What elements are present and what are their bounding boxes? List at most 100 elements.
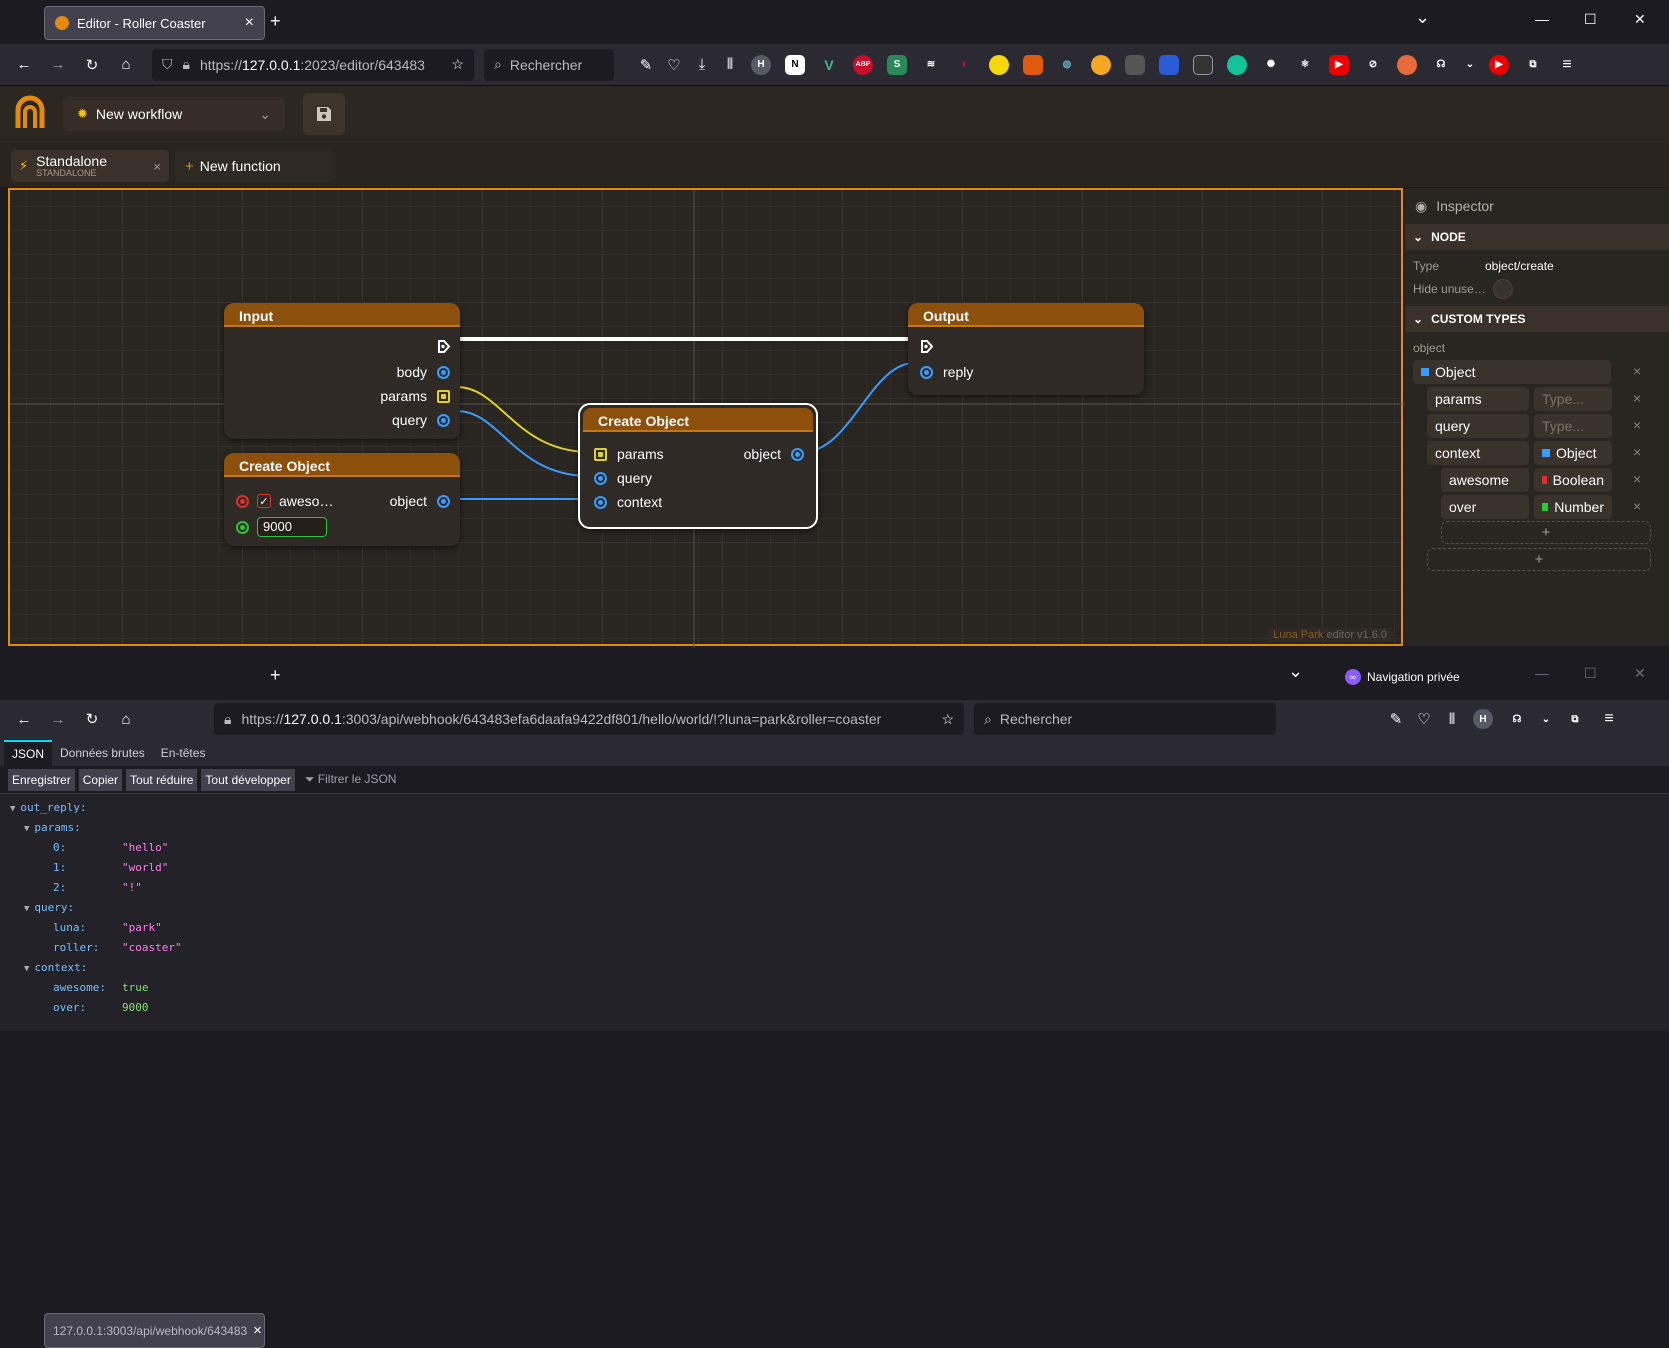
ext-d-icon[interactable]: ◐ — [961, 59, 969, 70]
awesome-checkbox[interactable]: ✓ — [257, 494, 271, 508]
download-icon[interactable]: ⤓ — [698, 56, 706, 73]
ext-abp-icon[interactable]: ABP — [853, 54, 873, 75]
new-tab-button[interactable]: + — [270, 11, 281, 31]
extensions-puzzle-icon[interactable]: ⧉ — [1529, 59, 1537, 70]
ext-react-icon[interactable]: ⚛ — [1300, 59, 1310, 70]
ext-grammarly-icon[interactable] — [1227, 54, 1247, 75]
filter-json-input[interactable]: ⏷ Filtrer le JSON — [304, 772, 397, 786]
ext-globe-icon[interactable]: ◍ — [1062, 59, 1072, 70]
input-port-query[interactable]: query — [594, 470, 652, 486]
tab-raw-data[interactable]: Données brutes — [60, 746, 145, 760]
output-port-object[interactable]: object — [390, 493, 450, 509]
ext-fox-icon[interactable] — [1397, 54, 1417, 75]
json-row-context[interactable]: ▼context: — [24, 961, 88, 974]
output-node[interactable]: Output reply — [908, 303, 1144, 395]
add-subfield-button[interactable]: + — [1441, 521, 1651, 544]
tab-json[interactable]: JSON — [4, 740, 53, 766]
extensions-puzzle-icon[interactable]: ⧉ — [1571, 713, 1579, 725]
remove-field-icon[interactable]: × — [1633, 444, 1642, 460]
maximize-button[interactable]: ☐ — [1584, 665, 1597, 681]
menu-icon[interactable]: ≡ — [1604, 710, 1614, 727]
tab-headers[interactable]: En-têtes — [160, 746, 206, 760]
field-name-params[interactable]: params — [1427, 387, 1529, 411]
library-icon[interactable]: ⫴ — [1448, 710, 1456, 728]
home-icon[interactable]: ⌂ — [121, 56, 131, 73]
ext-dropdown-icon[interactable]: ⌄ — [1541, 713, 1551, 725]
field-type-query[interactable]: Type... — [1534, 414, 1612, 438]
json-row[interactable]: 2: — [53, 881, 67, 894]
tab-list-dropdown-icon[interactable]: ⌄ — [1288, 661, 1304, 681]
hide-unused-toggle[interactable] — [1493, 279, 1513, 299]
input-port-awesome[interactable]: ✓ aweso… — [236, 493, 333, 509]
url-bar[interactable]: 🔒︎ https://127.0.0.1:3003/api/webhook/64… — [214, 703, 964, 735]
node-canvas[interactable]: Input body params query Create Object ✓ … — [8, 188, 1405, 648]
json-row[interactable]: luna: — [53, 921, 87, 934]
input-port-params[interactable]: params — [594, 446, 664, 462]
close-function-tab-icon[interactable]: × — [153, 158, 161, 174]
remove-subfield-icon[interactable]: × — [1633, 498, 1642, 514]
copy-json-button[interactable]: Copier — [78, 768, 123, 791]
output-port-body[interactable]: body — [397, 364, 450, 380]
json-row[interactable]: 1: — [53, 861, 67, 874]
ext-headphones-icon[interactable]: ☊ — [1436, 59, 1446, 70]
bookmark-star-icon[interactable]: ☆ — [451, 56, 464, 72]
url-bar[interactable]: ⛉ 🔒︎ https://127.0.0.1:2023/editor/64348… — [152, 48, 474, 81]
section-node[interactable]: ⌄NODE — [1405, 224, 1669, 250]
output-port-object[interactable]: object — [744, 446, 804, 462]
ext-shield-icon[interactable] — [1159, 54, 1179, 75]
output-port-query[interactable]: query — [392, 412, 450, 428]
json-row-query[interactable]: ▼query: — [24, 901, 75, 914]
input-port-reply[interactable]: reply — [920, 364, 973, 380]
ext-spiral-icon[interactable]: ✺ — [1266, 59, 1276, 70]
workflow-selector[interactable]: ✹ New workflow ⌄ — [63, 97, 285, 131]
home-icon[interactable]: ⌂ — [121, 710, 131, 728]
pocket-icon[interactable]: ♡ — [1417, 711, 1431, 728]
reload-icon[interactable]: ↻ — [85, 711, 99, 728]
field-name-query[interactable]: query — [1427, 414, 1529, 438]
subfield-name-over[interactable]: over — [1441, 495, 1529, 519]
bookmark-star-icon[interactable]: ☆ — [941, 710, 954, 727]
menu-icon[interactable]: ≡ — [1562, 55, 1572, 73]
ext-compass-icon[interactable]: ⊘ — [1368, 59, 1378, 70]
ext-youtube-icon[interactable]: ▶ — [1329, 54, 1349, 75]
close-window-button[interactable]: ✕ — [1634, 11, 1646, 27]
new-tab-button[interactable]: + — [270, 665, 281, 685]
remove-field-icon[interactable]: × — [1633, 417, 1642, 433]
add-field-button[interactable]: + — [1427, 548, 1651, 571]
ext-glasses-icon[interactable] — [1193, 54, 1213, 75]
reload-icon[interactable]: ↻ — [85, 56, 99, 74]
ext-face-icon[interactable] — [1091, 54, 1111, 75]
json-row-out-reply[interactable]: ▼out_reply: — [10, 801, 87, 814]
wrench-icon[interactable]: ✎ — [639, 56, 653, 74]
browser-tab-webhook[interactable]: 127.0.0.1:3003/api/webhook/643483 × — [44, 1313, 265, 1348]
output-port-params[interactable]: params — [380, 388, 450, 404]
field-type-context[interactable]: Object — [1534, 441, 1612, 465]
library-icon[interactable]: ⫴ — [726, 56, 734, 73]
browser-tab-editor[interactable]: Editor - Roller Coaster × — [44, 6, 265, 40]
json-row[interactable]: over: — [53, 1001, 87, 1014]
section-custom-types[interactable]: ⌄CUSTOM TYPES — [1405, 306, 1669, 332]
input-port-context[interactable]: context — [594, 494, 662, 510]
over-number-input[interactable]: 9000 — [257, 517, 327, 537]
subfield-type-over[interactable]: Number — [1534, 495, 1612, 519]
back-icon[interactable]: ← — [16, 710, 32, 728]
ext-s-icon[interactable]: S — [887, 54, 907, 75]
collapse-all-button[interactable]: Tout réduire — [126, 768, 198, 791]
json-row[interactable]: 0: — [53, 841, 67, 854]
ext-wave-icon[interactable]: ≋ — [926, 59, 936, 70]
remove-field-icon[interactable]: × — [1633, 390, 1642, 406]
search-box[interactable]: ⌕ Rechercher — [974, 703, 1276, 735]
save-button[interactable] — [303, 93, 345, 135]
subfield-type-awesome[interactable]: Boolean — [1534, 468, 1612, 492]
close-tab-icon[interactable]: × — [244, 14, 254, 31]
ext-dropdown-icon[interactable]: ⌄ — [1465, 59, 1475, 70]
back-icon[interactable]: ← — [16, 56, 32, 73]
forward-icon[interactable]: → — [50, 710, 66, 728]
save-json-button[interactable]: Enregistrer — [8, 768, 75, 791]
root-type-select[interactable]: Object — [1413, 360, 1611, 384]
forward-icon[interactable]: → — [50, 56, 66, 73]
exec-output-port[interactable] — [437, 340, 451, 353]
ext-vue-icon[interactable]: V — [824, 56, 834, 73]
input-node[interactable]: Input body params query — [224, 303, 460, 439]
tab-list-dropdown-icon[interactable]: ⌄ — [1415, 7, 1431, 27]
